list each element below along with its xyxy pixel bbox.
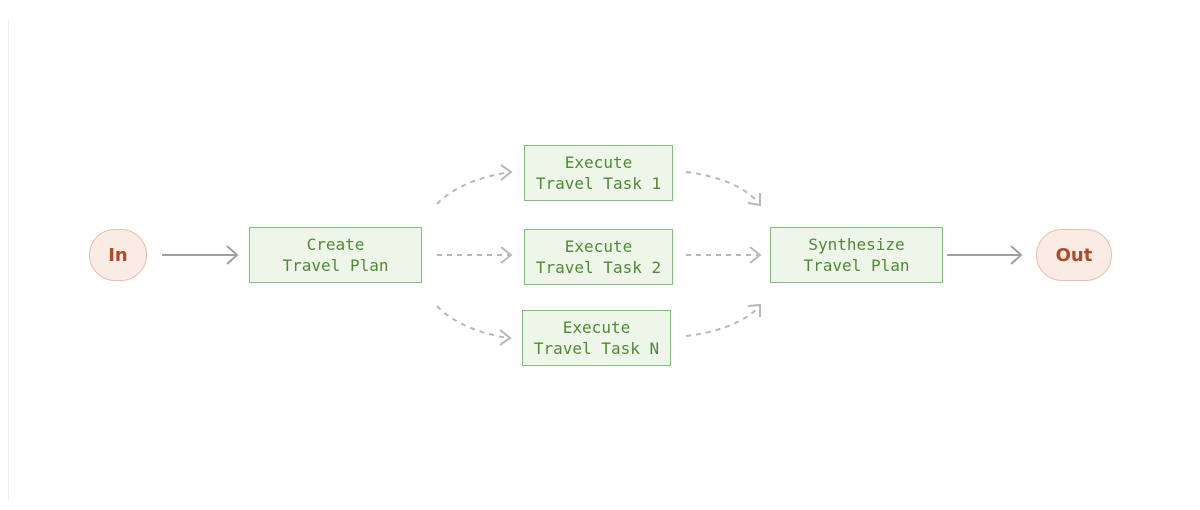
node-label-line-1: Create [306, 235, 365, 254]
create-travel-plan-node: Create Travel Plan [249, 227, 422, 283]
input-terminal: In [89, 229, 147, 281]
node-label-line-2: Travel Task 1 [535, 174, 662, 193]
edge-plan-to-task-1 [436, 164, 513, 205]
output-terminal: Out [1036, 229, 1112, 281]
node-label-line-2: Travel Plan [282, 256, 389, 275]
node-label-line-2: Travel Task 2 [535, 258, 662, 277]
edge-task-2-to-synth [686, 246, 762, 264]
node-label-line-2: Travel Plan [803, 256, 910, 275]
input-label: In [108, 244, 128, 266]
node-label-line-1: Synthesize [808, 235, 905, 254]
output-label: Out [1055, 244, 1093, 266]
node-label-line-2: Travel Task N [533, 339, 660, 358]
execute-task-1-node: Execute Travel Task 1 [524, 145, 673, 201]
edge-task-1-to-synth [685, 171, 761, 207]
edge-task-n-to-synth [685, 303, 761, 337]
execute-task-n-node: Execute Travel Task N [522, 310, 671, 366]
edge-in-to-plan [162, 245, 239, 265]
edge-synth-to-out [947, 245, 1023, 265]
node-label-line-1: Execute [564, 153, 633, 172]
edge-plan-to-task-2 [437, 246, 513, 264]
execute-task-2-node: Execute Travel Task 2 [524, 229, 673, 285]
synthesize-travel-plan-node: Synthesize Travel Plan [770, 227, 943, 283]
edge-plan-to-task-n [436, 305, 512, 346]
node-label-line-1: Execute [562, 318, 631, 337]
node-label-line-1: Execute [564, 237, 633, 256]
left-divider [8, 20, 9, 500]
